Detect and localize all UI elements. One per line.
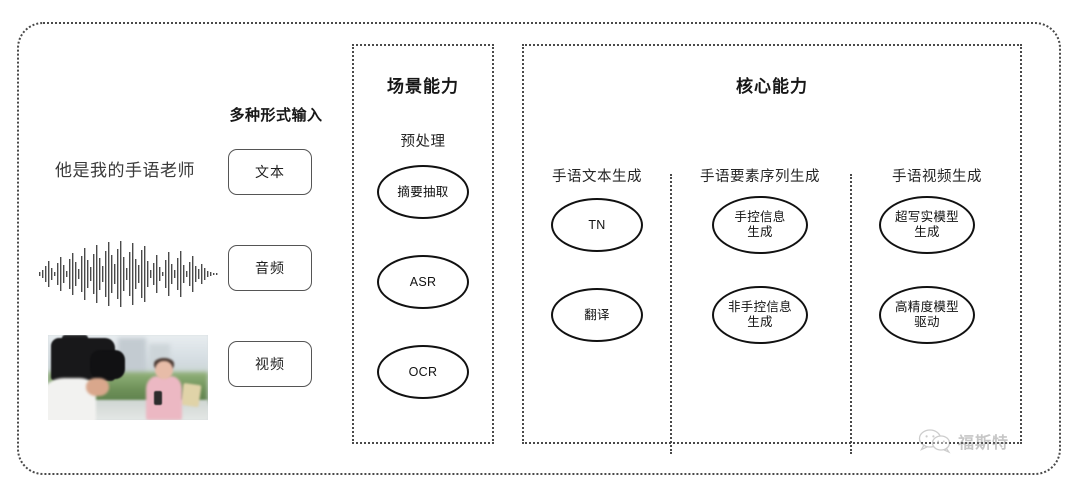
core-panel-title: 核心能力: [736, 77, 808, 96]
core-node-tn[interactable]: TN: [551, 198, 643, 252]
core-node-high-precision-model-driving-line1: 高精度模型: [894, 300, 959, 314]
input-button-video-label: 视频: [255, 356, 285, 372]
input-button-video[interactable]: 视频: [228, 341, 312, 387]
input-button-text[interactable]: 文本: [228, 149, 312, 195]
core-node-manual-signal-generation[interactable]: 手控信息 生成: [712, 196, 808, 254]
core-node-manual-signal-generation-line2: 生成: [747, 225, 773, 239]
scene-column-label-preprocess: 预处理: [400, 134, 446, 150]
outer-frame: [17, 22, 1061, 475]
scene-node-summary-extraction[interactable]: 摘要抽取: [377, 165, 469, 219]
core-column-divider-2: [850, 174, 852, 454]
core-node-photoreal-model-generation-line2: 生成: [914, 225, 940, 239]
core-node-non-manual-signal-generation-line1: 非手控信息: [727, 300, 792, 314]
scene-node-summary-extraction-label: 摘要抽取: [397, 184, 449, 199]
input-region: 多种形式输入 他是我的手语老师: [30, 44, 330, 444]
watermark-text: 福斯特: [958, 435, 1010, 452]
core-column-label-sign-element-sequence-generation: 手语要素序列生成: [700, 169, 820, 185]
input-button-audio-label: 音频: [255, 260, 285, 276]
audio-waveform-icon: [39, 241, 218, 307]
core-node-manual-signal-generation-line1: 手控信息: [734, 210, 786, 224]
scene-node-asr[interactable]: ASR: [377, 255, 469, 309]
core-node-tn-label: TN: [588, 217, 606, 232]
input-button-text-label: 文本: [255, 164, 285, 180]
core-node-high-precision-model-driving[interactable]: 高精度模型 驱动: [879, 286, 975, 344]
scene-node-ocr-label: OCR: [408, 364, 438, 379]
core-capability-panel: 核心能力 手语文本生成 TN 翻译 手语要素序列生成 手控信息 生成 非手控信息…: [522, 44, 1022, 454]
scene-capability-panel: 场景能力 预处理 摘要抽取 ASR OCR: [352, 44, 494, 444]
core-node-non-manual-signal-generation-line2: 生成: [747, 315, 773, 329]
video-thumbnail: [48, 335, 208, 420]
scene-node-ocr[interactable]: OCR: [377, 345, 469, 399]
wechat-icon: [918, 429, 951, 454]
core-node-non-manual-signal-generation[interactable]: 非手控信息 生成: [712, 286, 808, 344]
core-node-photoreal-model-generation[interactable]: 超写实模型 生成: [879, 196, 975, 254]
core-node-high-precision-model-driving-line2: 驱动: [914, 315, 940, 329]
watermark: 福斯特: [918, 428, 1009, 454]
core-node-photoreal-model-generation-line1: 超写实模型: [894, 210, 959, 224]
core-node-translation[interactable]: 翻译: [551, 288, 643, 342]
scene-panel-title: 场景能力: [387, 77, 459, 96]
input-section-heading: 多种形式输入: [229, 107, 323, 124]
core-column-label-sign-video-generation: 手语视频生成: [892, 169, 982, 185]
core-column-divider-1: [670, 174, 672, 454]
input-button-audio[interactable]: 音频: [228, 245, 312, 291]
sample-text: 他是我的手语老师: [55, 161, 195, 180]
scene-node-asr-label: ASR: [409, 274, 437, 289]
core-column-label-sign-text-generation: 手语文本生成: [552, 169, 642, 185]
core-node-translation-label: 翻译: [584, 307, 610, 322]
